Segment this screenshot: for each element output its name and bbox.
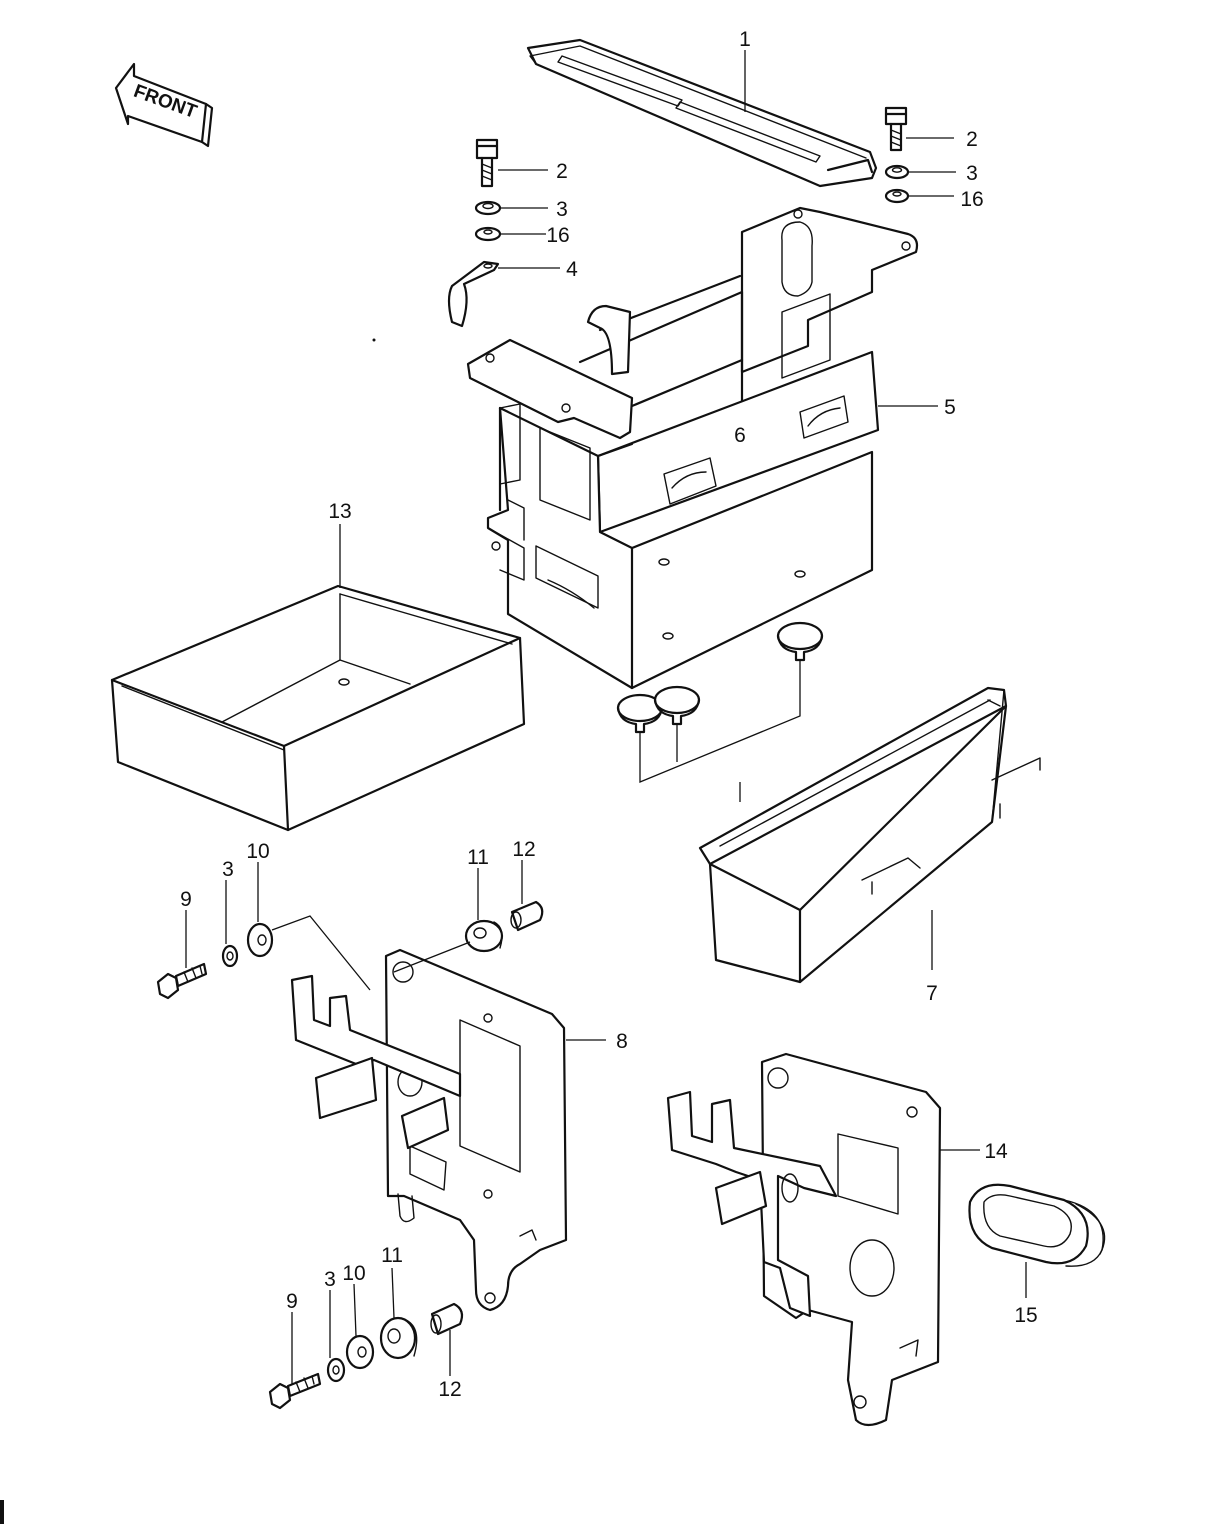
callout-5: 5 bbox=[944, 396, 956, 419]
callout-3-right: 3 bbox=[966, 162, 978, 185]
washer-3-right bbox=[884, 164, 910, 180]
callout-13: 13 bbox=[328, 500, 351, 523]
stray-dot bbox=[372, 338, 376, 342]
leader-upper-fasteners bbox=[271, 915, 471, 991]
callout-7: 7 bbox=[926, 982, 938, 1005]
callout-numbers: 1 2 2 3 3 3 3 4 5 6 7 8 9 9 10 10 11 11 … bbox=[180, 28, 1038, 1401]
cushion-6c bbox=[776, 621, 824, 662]
part-7-bin bbox=[698, 686, 1041, 984]
washer-3-left bbox=[474, 200, 502, 216]
part-5-battery-bracket bbox=[466, 206, 919, 690]
grommet-11-upper bbox=[464, 919, 504, 953]
callout-1: 1 bbox=[739, 28, 751, 51]
callout-4: 4 bbox=[566, 258, 578, 281]
callout-8: 8 bbox=[616, 1030, 628, 1053]
nut-16-left bbox=[474, 226, 502, 242]
callout-3-left: 3 bbox=[556, 198, 568, 221]
callout-12-upper: 12 bbox=[512, 838, 535, 861]
part-1-strap bbox=[526, 38, 878, 188]
callout-12-lower: 12 bbox=[438, 1378, 461, 1401]
bolt-2-right bbox=[884, 106, 908, 152]
part-6-cushions bbox=[616, 621, 824, 783]
part-15-grommet bbox=[968, 1183, 1106, 1267]
callout-9-upper: 9 bbox=[180, 888, 192, 911]
callout-15: 15 bbox=[1014, 1304, 1037, 1327]
callout-2-left: 2 bbox=[556, 160, 568, 183]
bolt-9-upper bbox=[156, 962, 208, 1000]
clip-4 bbox=[447, 260, 500, 328]
edge-mark bbox=[0, 1500, 4, 1524]
callout-11-lower: 11 bbox=[381, 1244, 403, 1267]
callout-14: 14 bbox=[984, 1140, 1008, 1163]
nut-16-right bbox=[884, 188, 910, 204]
part-8-plate bbox=[290, 948, 568, 1312]
grommet-11-lower bbox=[379, 1316, 418, 1360]
callout-11-upper: 11 bbox=[467, 846, 489, 869]
collar-12-lower bbox=[430, 1302, 464, 1336]
callout-6: 6 bbox=[734, 424, 746, 447]
callout-10-upper: 10 bbox=[246, 840, 269, 863]
callout-3-lower-fastener: 3 bbox=[324, 1268, 336, 1291]
leader-lines bbox=[185, 50, 1027, 1384]
collar-12-upper bbox=[510, 900, 544, 932]
callout-16-right: 16 bbox=[960, 188, 983, 211]
callout-16-left: 16 bbox=[546, 224, 569, 247]
washer-3-lower bbox=[326, 1357, 346, 1383]
front-arrow-icon: FRONT bbox=[114, 62, 214, 148]
part-14-plate bbox=[666, 1052, 942, 1427]
callout-10-lower: 10 bbox=[342, 1262, 365, 1285]
bolt-9-lower bbox=[268, 1372, 322, 1410]
callout-2-right: 2 bbox=[966, 128, 978, 151]
washer-10-lower bbox=[345, 1334, 375, 1370]
part-13-tray bbox=[110, 584, 526, 832]
washer-10-upper bbox=[246, 922, 274, 958]
callout-3-upper-fastener: 3 bbox=[222, 858, 234, 881]
callout-9-lower: 9 bbox=[286, 1290, 298, 1313]
washer-3-upper bbox=[221, 944, 239, 968]
bolt-2-left bbox=[475, 138, 499, 188]
cushion-6b bbox=[653, 685, 701, 726]
